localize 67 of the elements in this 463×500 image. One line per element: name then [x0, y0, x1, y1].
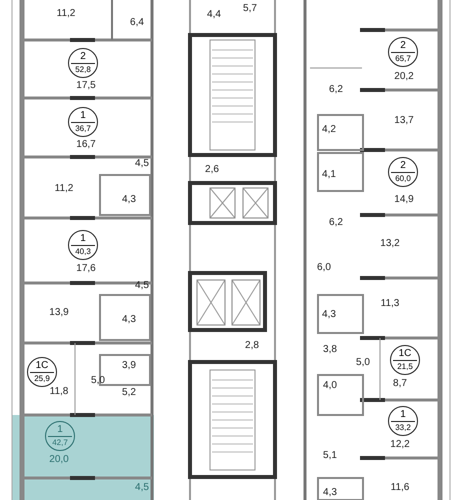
room-area: 4,3 [323, 488, 337, 498]
room-area: 4,3 [322, 310, 336, 320]
room-area: 4,3 [122, 315, 136, 325]
room-area: 17,6 [76, 264, 96, 274]
apartment-type: 1C [398, 349, 412, 359]
apartment-badge [68, 230, 98, 260]
apartment-badge [388, 157, 418, 187]
room-area: 2,8 [245, 341, 259, 351]
apartment-badge [45, 421, 75, 451]
apartment-type: 2 [399, 41, 407, 51]
apartment-type: 1C [34, 361, 50, 371]
room-area: 20,2 [394, 72, 414, 82]
room-area: 11,6 [390, 483, 410, 493]
apartment-area: 21,5 [391, 362, 419, 371]
apartment-type: 1 [79, 111, 87, 121]
room-area: 4,1 [322, 170, 336, 180]
apartment-type: 2 [79, 52, 87, 62]
apartment-badge [68, 48, 98, 78]
room-area: 4,5 [135, 159, 149, 169]
room-area: 6,2 [329, 218, 343, 228]
apartment-area: 65,7 [389, 54, 417, 63]
apartment-area: 52,8 [69, 65, 97, 74]
apartment-area: 40,3 [69, 247, 97, 256]
room-area: 5,0 [356, 358, 370, 368]
room-area: 12,2 [390, 440, 410, 450]
apartment-badge [388, 406, 418, 436]
room-area: 5,2 [122, 388, 136, 398]
apartment-badge [27, 357, 57, 387]
apartment-badge [390, 345, 420, 375]
apartment-area: 42,7 [46, 438, 74, 447]
room-area: 16,7 [76, 140, 96, 150]
room-area: 4,0 [323, 381, 337, 391]
apartment-type: 1 [399, 410, 407, 420]
room-area: 6,2 [329, 85, 343, 95]
apartment-badge [388, 37, 418, 67]
room-area: 20,0 [49, 455, 69, 465]
room-area: 8,7 [393, 379, 407, 389]
room-area: 14,9 [394, 195, 414, 205]
room-area: 4,4 [207, 10, 221, 20]
room-area: 13,7 [394, 116, 414, 126]
apartment-badge [68, 107, 98, 137]
room-area: 6,0 [317, 263, 331, 273]
room-area: 13,2 [380, 239, 400, 249]
room-area: 4,3 [122, 195, 136, 205]
room-area: 17,5 [76, 81, 96, 91]
apartment-type: 2 [399, 161, 407, 171]
room-area: 4,5 [135, 483, 149, 493]
room-area: 3,8 [323, 345, 337, 355]
room-area: 13,9 [49, 308, 69, 318]
room-area: 3,9 [122, 361, 136, 371]
room-area: 5,0 [91, 376, 105, 386]
apartment-area: 60,0 [389, 174, 417, 183]
room-area: 4,2 [322, 125, 336, 135]
room-area: 11,3 [380, 299, 400, 309]
room-area: 5,7 [243, 4, 257, 14]
room-area: 2,6 [205, 165, 219, 175]
apartment-area: 25,9 [28, 374, 56, 383]
apartment-area: 36,7 [69, 124, 97, 133]
room-area: 11,2 [54, 184, 74, 194]
apartment-type: 1 [56, 425, 64, 435]
apartment-type: 1 [79, 234, 87, 244]
room-area: 5,1 [323, 451, 337, 461]
room-area: 11,8 [50, 387, 68, 397]
room-area: 6,4 [130, 18, 144, 28]
room-area: 4,5 [135, 281, 149, 291]
room-area: 11,2 [56, 9, 76, 19]
apartment-area: 33,2 [389, 423, 417, 432]
